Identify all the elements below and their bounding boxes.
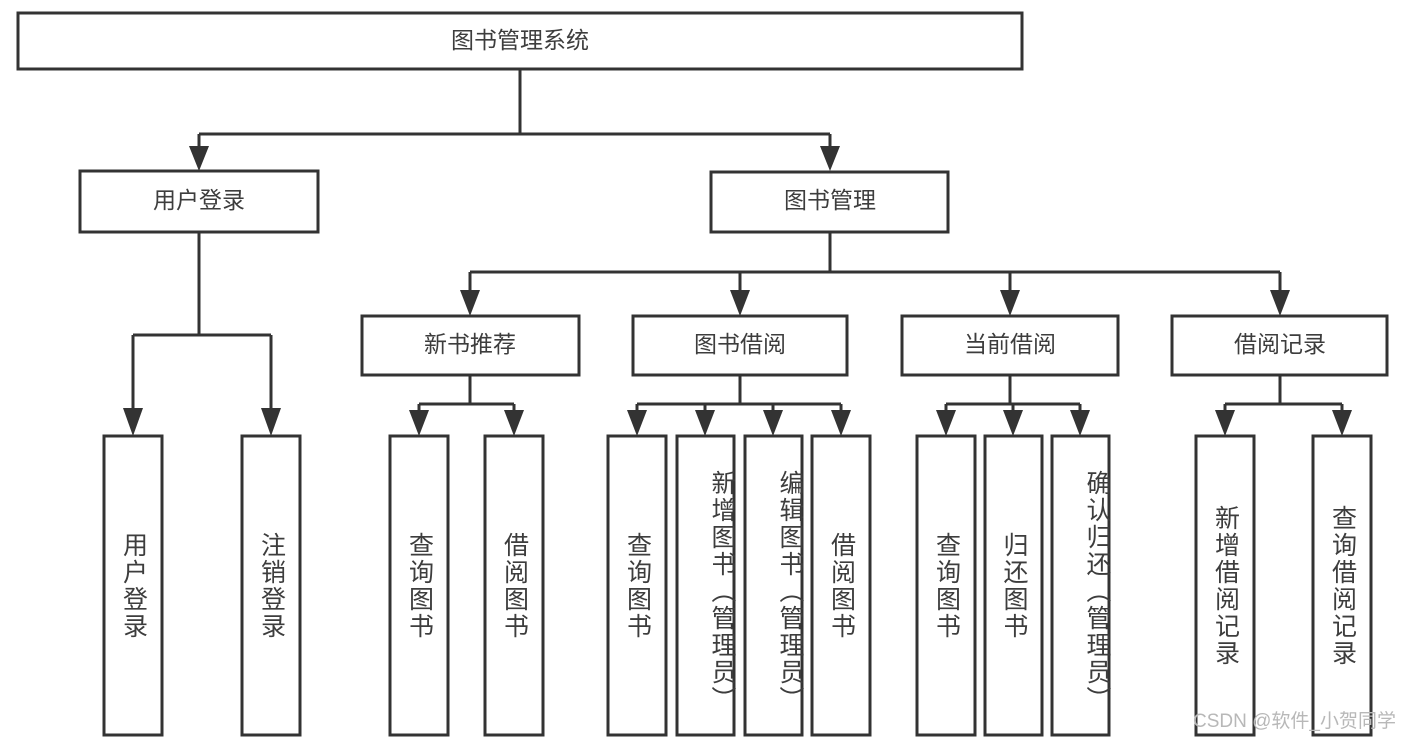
arrow-head-leaf-query-record xyxy=(1332,410,1352,436)
leaf-label-return-book: 归还图书 xyxy=(1000,531,1028,640)
arrow-head-book-manage xyxy=(820,146,840,171)
leaf-label-query-book-3: 查询图书 xyxy=(932,531,961,640)
leaf-label-add-book-admin: 新增图书（管理员） xyxy=(708,470,736,713)
leaf-label-logout: 注销登录 xyxy=(257,531,286,640)
leaf-box-borrow-book-1[interactable] xyxy=(483,434,545,737)
node-book-borrow-label: 图书借阅 xyxy=(694,331,786,357)
node-borrow-record-box[interactable] xyxy=(1170,314,1389,377)
node-borrow-record-label: 借阅记录 xyxy=(1234,331,1326,357)
leaf-box-query-borrow-record[interactable] xyxy=(1311,434,1373,737)
leaf-box-query-book-1[interactable] xyxy=(388,434,450,737)
connector-layer xyxy=(123,69,1352,436)
arrow-head-leaf-query-book-2 xyxy=(627,410,647,436)
node-current-borrow-label: 当前借阅 xyxy=(964,331,1056,357)
leaf-box-add-borrow-record[interactable] xyxy=(1194,434,1256,737)
leaf-label-borrow-book-2: 借阅图书 xyxy=(827,531,856,640)
arrow-head-leaf-edit-book xyxy=(763,410,783,436)
leaf-box-return-book[interactable] xyxy=(983,434,1044,737)
node-current-borrow[interactable]: 当前借阅 xyxy=(900,314,1120,377)
csdn-watermark: CSDN @软件_小贺同学 xyxy=(1193,711,1396,732)
arrow-head-leaf-add-book xyxy=(695,410,715,436)
leaf-box-query-book-3[interactable] xyxy=(915,434,977,737)
leaf-label-borrow-book-1: 借阅图书 xyxy=(500,531,529,640)
node-book-manage-box[interactable] xyxy=(709,170,950,234)
leaf-box-query-book-2[interactable] xyxy=(606,434,668,737)
leaf-label-query-borrow-record: 查询借阅记录 xyxy=(1328,504,1357,667)
node-new-book-recommend[interactable]: 新书推荐 xyxy=(360,314,581,377)
leaf-label-edit-book-admin: 编辑图书（管理员） xyxy=(776,470,804,713)
node-current-borrow-box[interactable] xyxy=(900,314,1120,377)
node-root-label: 图书管理系统 xyxy=(451,27,589,53)
node-book-manage[interactable]: 图书管理 xyxy=(709,170,950,234)
leaf-box-logout[interactable] xyxy=(240,434,302,737)
leaf-label-user-login: 用户登录 xyxy=(119,531,148,640)
leaf-label-query-book-1: 查询图书 xyxy=(405,531,434,640)
node-book-borrow[interactable]: 图书借阅 xyxy=(631,314,849,377)
arrow-head-leaf-return-book xyxy=(1003,410,1023,436)
node-borrow-record[interactable]: 借阅记录 xyxy=(1170,314,1389,377)
leaf-box-add-book-admin[interactable] xyxy=(675,434,736,737)
node-root[interactable]: 图书管理系统 xyxy=(16,11,1024,71)
leaf-box-edit-book-admin[interactable] xyxy=(743,434,804,737)
arrow-head-user-login xyxy=(189,146,209,171)
node-book-manage-label: 图书管理 xyxy=(784,187,876,213)
arrow-head-current-borrow xyxy=(1000,290,1020,316)
node-user-login[interactable]: 用户登录 xyxy=(78,169,320,234)
node-book-borrow-box[interactable] xyxy=(631,314,849,377)
arrow-head-leaf-confirm-return xyxy=(1070,410,1090,436)
arrow-head-book-borrow xyxy=(730,290,750,316)
leaf-label-confirm-return-admin: 确认归还（管理员） xyxy=(1083,470,1111,713)
arrow-head-leaf-borrow-book-2 xyxy=(831,410,851,436)
arrow-head-leaf-query-book-3 xyxy=(936,410,956,436)
arrow-head-leaf-logout xyxy=(261,408,281,436)
node-new-book-recommend-box[interactable] xyxy=(360,314,581,377)
leaf-box-user-login[interactable] xyxy=(102,434,164,737)
leaf-label-add-borrow-record: 新增借阅记录 xyxy=(1211,504,1240,667)
node-root-box[interactable] xyxy=(16,11,1024,71)
arrow-head-leaf-user-login xyxy=(123,408,143,436)
arrow-head-leaf-query-book-1 xyxy=(409,410,429,436)
leaf-box-layer xyxy=(102,434,1373,737)
leaf-box-borrow-book-2[interactable] xyxy=(810,434,872,737)
arrow-head-borrow-record xyxy=(1270,290,1290,316)
node-new-book-recommend-label: 新书推荐 xyxy=(424,331,516,357)
leaf-label-query-book-2: 查询图书 xyxy=(623,531,652,640)
node-user-login-box[interactable] xyxy=(78,169,320,234)
node-user-login-label: 用户登录 xyxy=(153,187,245,213)
arrow-head-new-book-rec xyxy=(460,290,480,316)
arrow-head-leaf-borrow-book-1 xyxy=(504,410,524,436)
arrow-head-leaf-add-record xyxy=(1215,410,1235,436)
leaf-box-confirm-return-admin[interactable] xyxy=(1050,434,1111,737)
